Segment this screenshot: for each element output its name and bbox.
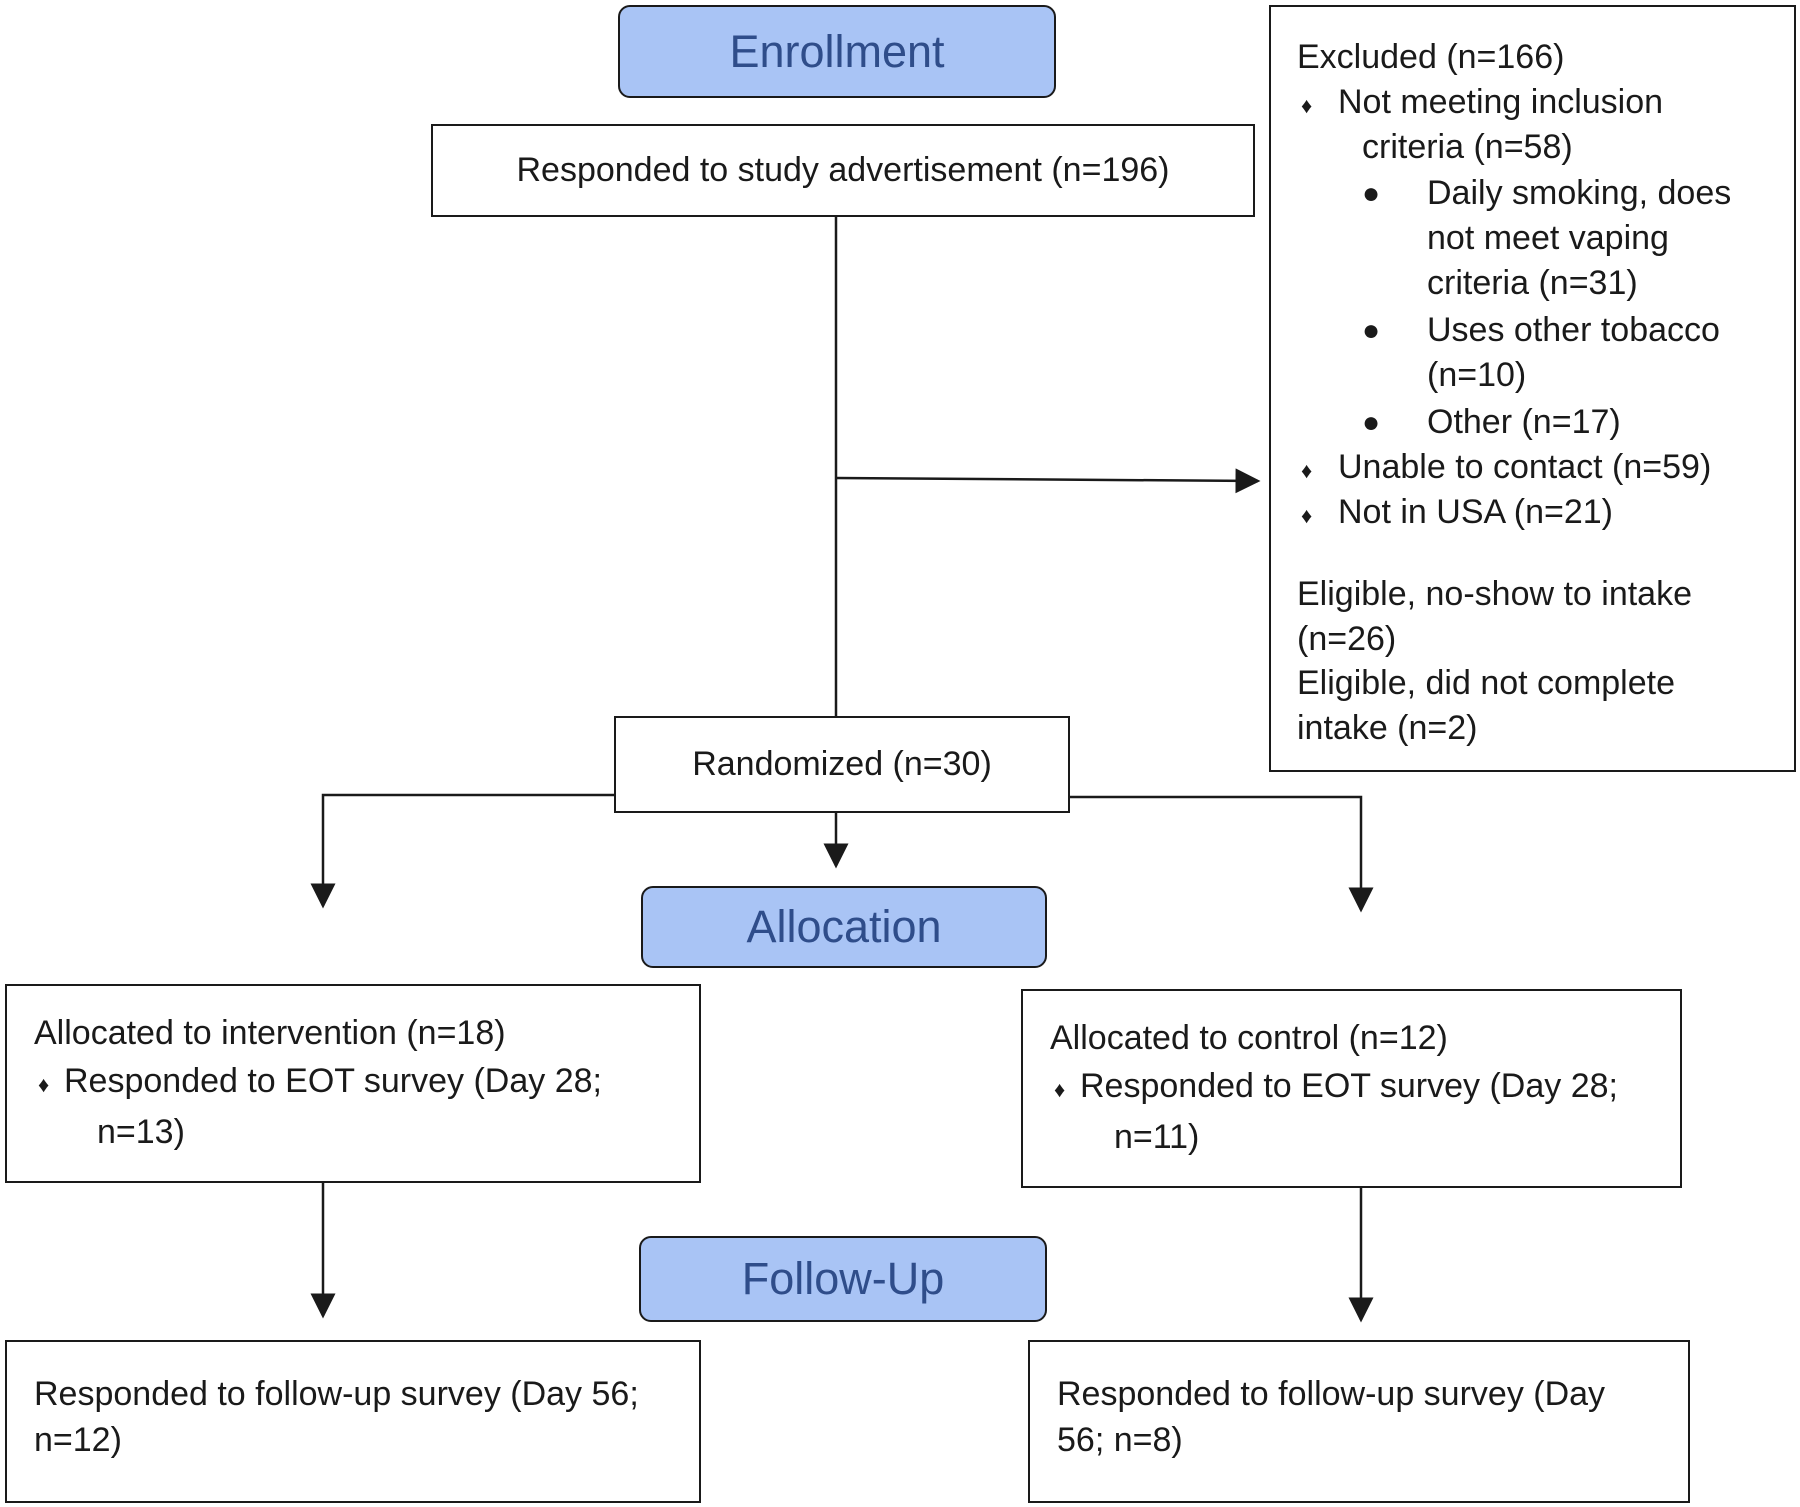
- unable-line: Unable to contact (n=59): [1338, 448, 1712, 486]
- follow-up-label: Follow-Up: [741, 1253, 945, 1304]
- allocation-label: Allocation: [746, 901, 942, 952]
- round-bullet-icon: ●: [1362, 406, 1381, 439]
- excluded-title: Excluded (n=166): [1297, 38, 1565, 76]
- excluded-box: Excluded (n=166) ♦ Not meeting inclusion…: [1269, 5, 1796, 772]
- round-bullet-icon: ●: [1362, 177, 1381, 210]
- incomplete-line1: Eligible, did not complete: [1297, 664, 1676, 702]
- diamond-bullet-icon: ♦: [1301, 93, 1313, 118]
- other-tobacco-line1: Uses other tobacco: [1427, 311, 1720, 349]
- daily-line2: not meet vaping: [1427, 219, 1669, 257]
- noshow-line2: (n=26): [1297, 620, 1397, 658]
- not-usa-line: Not in USA (n=21): [1338, 493, 1613, 531]
- allocation-header: Allocation: [641, 886, 1047, 968]
- responded-text: Responded to study advertisement (n=196): [516, 151, 1170, 189]
- other-line: Other (n=17): [1427, 403, 1621, 441]
- intervention-eot-line1: Responded to EOT survey (Day 28;: [64, 1062, 602, 1100]
- enrollment-header: Enrollment: [618, 5, 1056, 98]
- diamond-bullet-icon: ♦: [38, 1072, 50, 1097]
- randomized-to-intervention-arrow: [310, 793, 614, 909]
- exclusion-arrow: [835, 468, 1261, 494]
- not-meeting-line2: criteria (n=58): [1362, 128, 1573, 166]
- followup-control-line2: 56; n=8): [1057, 1421, 1183, 1459]
- followup-control-line1: Responded to follow-up survey (Day: [1057, 1375, 1606, 1413]
- follow-up-header: Follow-Up: [639, 1236, 1047, 1322]
- followup-control-box: Responded to follow-up survey (Day 56; n…: [1028, 1340, 1690, 1503]
- intervention-box: Allocated to intervention (n=18) ♦ Respo…: [5, 984, 701, 1183]
- daily-line3: criteria (n=31): [1427, 264, 1638, 302]
- randomized-text: Randomized (n=30): [692, 745, 992, 783]
- control-title: Allocated to control (n=12): [1050, 1019, 1448, 1057]
- diamond-bullet-icon: ♦: [1301, 458, 1313, 483]
- followup-intervention-line2: n=12): [34, 1421, 122, 1459]
- other-tobacco-line2: (n=10): [1427, 356, 1527, 394]
- followup-intervention-line1: Responded to follow-up survey (Day 56;: [34, 1375, 639, 1413]
- control-eot-line1: Responded to EOT survey (Day 28;: [1080, 1067, 1618, 1105]
- incomplete-line2: intake (n=2): [1297, 709, 1478, 747]
- randomized-to-control-arrow: [1069, 795, 1374, 913]
- not-meeting-line1: Not meeting inclusion: [1338, 83, 1664, 121]
- randomized-box: Randomized (n=30): [614, 716, 1070, 813]
- diamond-bullet-icon: ♦: [1301, 503, 1313, 528]
- control-eot-line2: n=11): [1114, 1118, 1200, 1156]
- intervention-title: Allocated to intervention (n=18): [34, 1014, 506, 1052]
- intervention-eot-line2: n=13): [97, 1113, 185, 1151]
- responded-box: Responded to study advertisement (n=196): [431, 124, 1255, 217]
- noshow-line1: Eligible, no-show to intake: [1297, 575, 1693, 613]
- enrollment-label: Enrollment: [729, 25, 945, 77]
- followup-intervention-box: Responded to follow-up survey (Day 56; n…: [5, 1340, 701, 1503]
- round-bullet-icon: ●: [1362, 314, 1381, 347]
- control-box: Allocated to control (n=12) ♦ Responded …: [1021, 989, 1682, 1188]
- diamond-bullet-icon: ♦: [1054, 1077, 1066, 1102]
- daily-line1: Daily smoking, does: [1427, 174, 1732, 212]
